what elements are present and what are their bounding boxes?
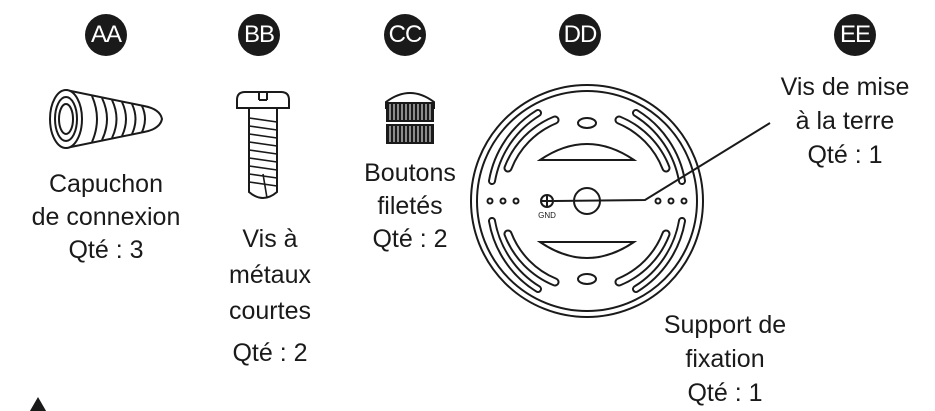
label-line: Qté : 2 xyxy=(232,339,308,367)
warning-triangle-icon xyxy=(29,397,47,411)
bracket-marking: GND xyxy=(538,211,556,220)
label-line: Qté : 2 xyxy=(372,225,448,253)
label-line: Vis à xyxy=(242,225,298,253)
wire-connector-icon xyxy=(49,89,164,149)
label-line: courtes xyxy=(229,297,311,325)
label-line: fixation xyxy=(685,345,765,373)
label-line: de connexion xyxy=(31,203,181,231)
label-line: à la terre xyxy=(795,107,895,135)
label-line: filetés xyxy=(377,192,443,220)
label-line: Boutons xyxy=(364,159,456,187)
badge-dd: DD xyxy=(559,14,601,56)
badge-cc: CC xyxy=(384,14,426,56)
mounting-bracket-icon: GND xyxy=(470,84,771,318)
label-line: Qté : 1 xyxy=(687,379,763,407)
badge-aa: AA xyxy=(85,14,127,56)
machine-screw-icon xyxy=(236,91,290,199)
label-line: Qté : 1 xyxy=(807,141,883,169)
label-wire-connector: Capuchon de connexion Qté : 3 xyxy=(8,168,204,267)
threaded-knob-icon xyxy=(385,92,435,144)
label-ground-screw: Vis de mise à la terre Qté : 1 xyxy=(762,70,928,172)
badge-ee: EE xyxy=(834,14,876,56)
label-line: Vis de mise xyxy=(780,73,910,101)
label-threaded-knob: Boutons filetés Qté : 2 xyxy=(342,157,478,256)
label-line: métaux xyxy=(229,261,311,289)
label-line: Capuchon xyxy=(49,170,163,198)
label-machine-screw: Vis à métaux courtes Qté : 2 xyxy=(205,221,335,371)
label-line: Support de xyxy=(663,311,787,339)
label-line: Qté : 3 xyxy=(68,236,144,264)
label-mounting-bracket: Support de fixation Qté : 1 xyxy=(640,308,810,410)
badge-bb: BB xyxy=(238,14,280,56)
